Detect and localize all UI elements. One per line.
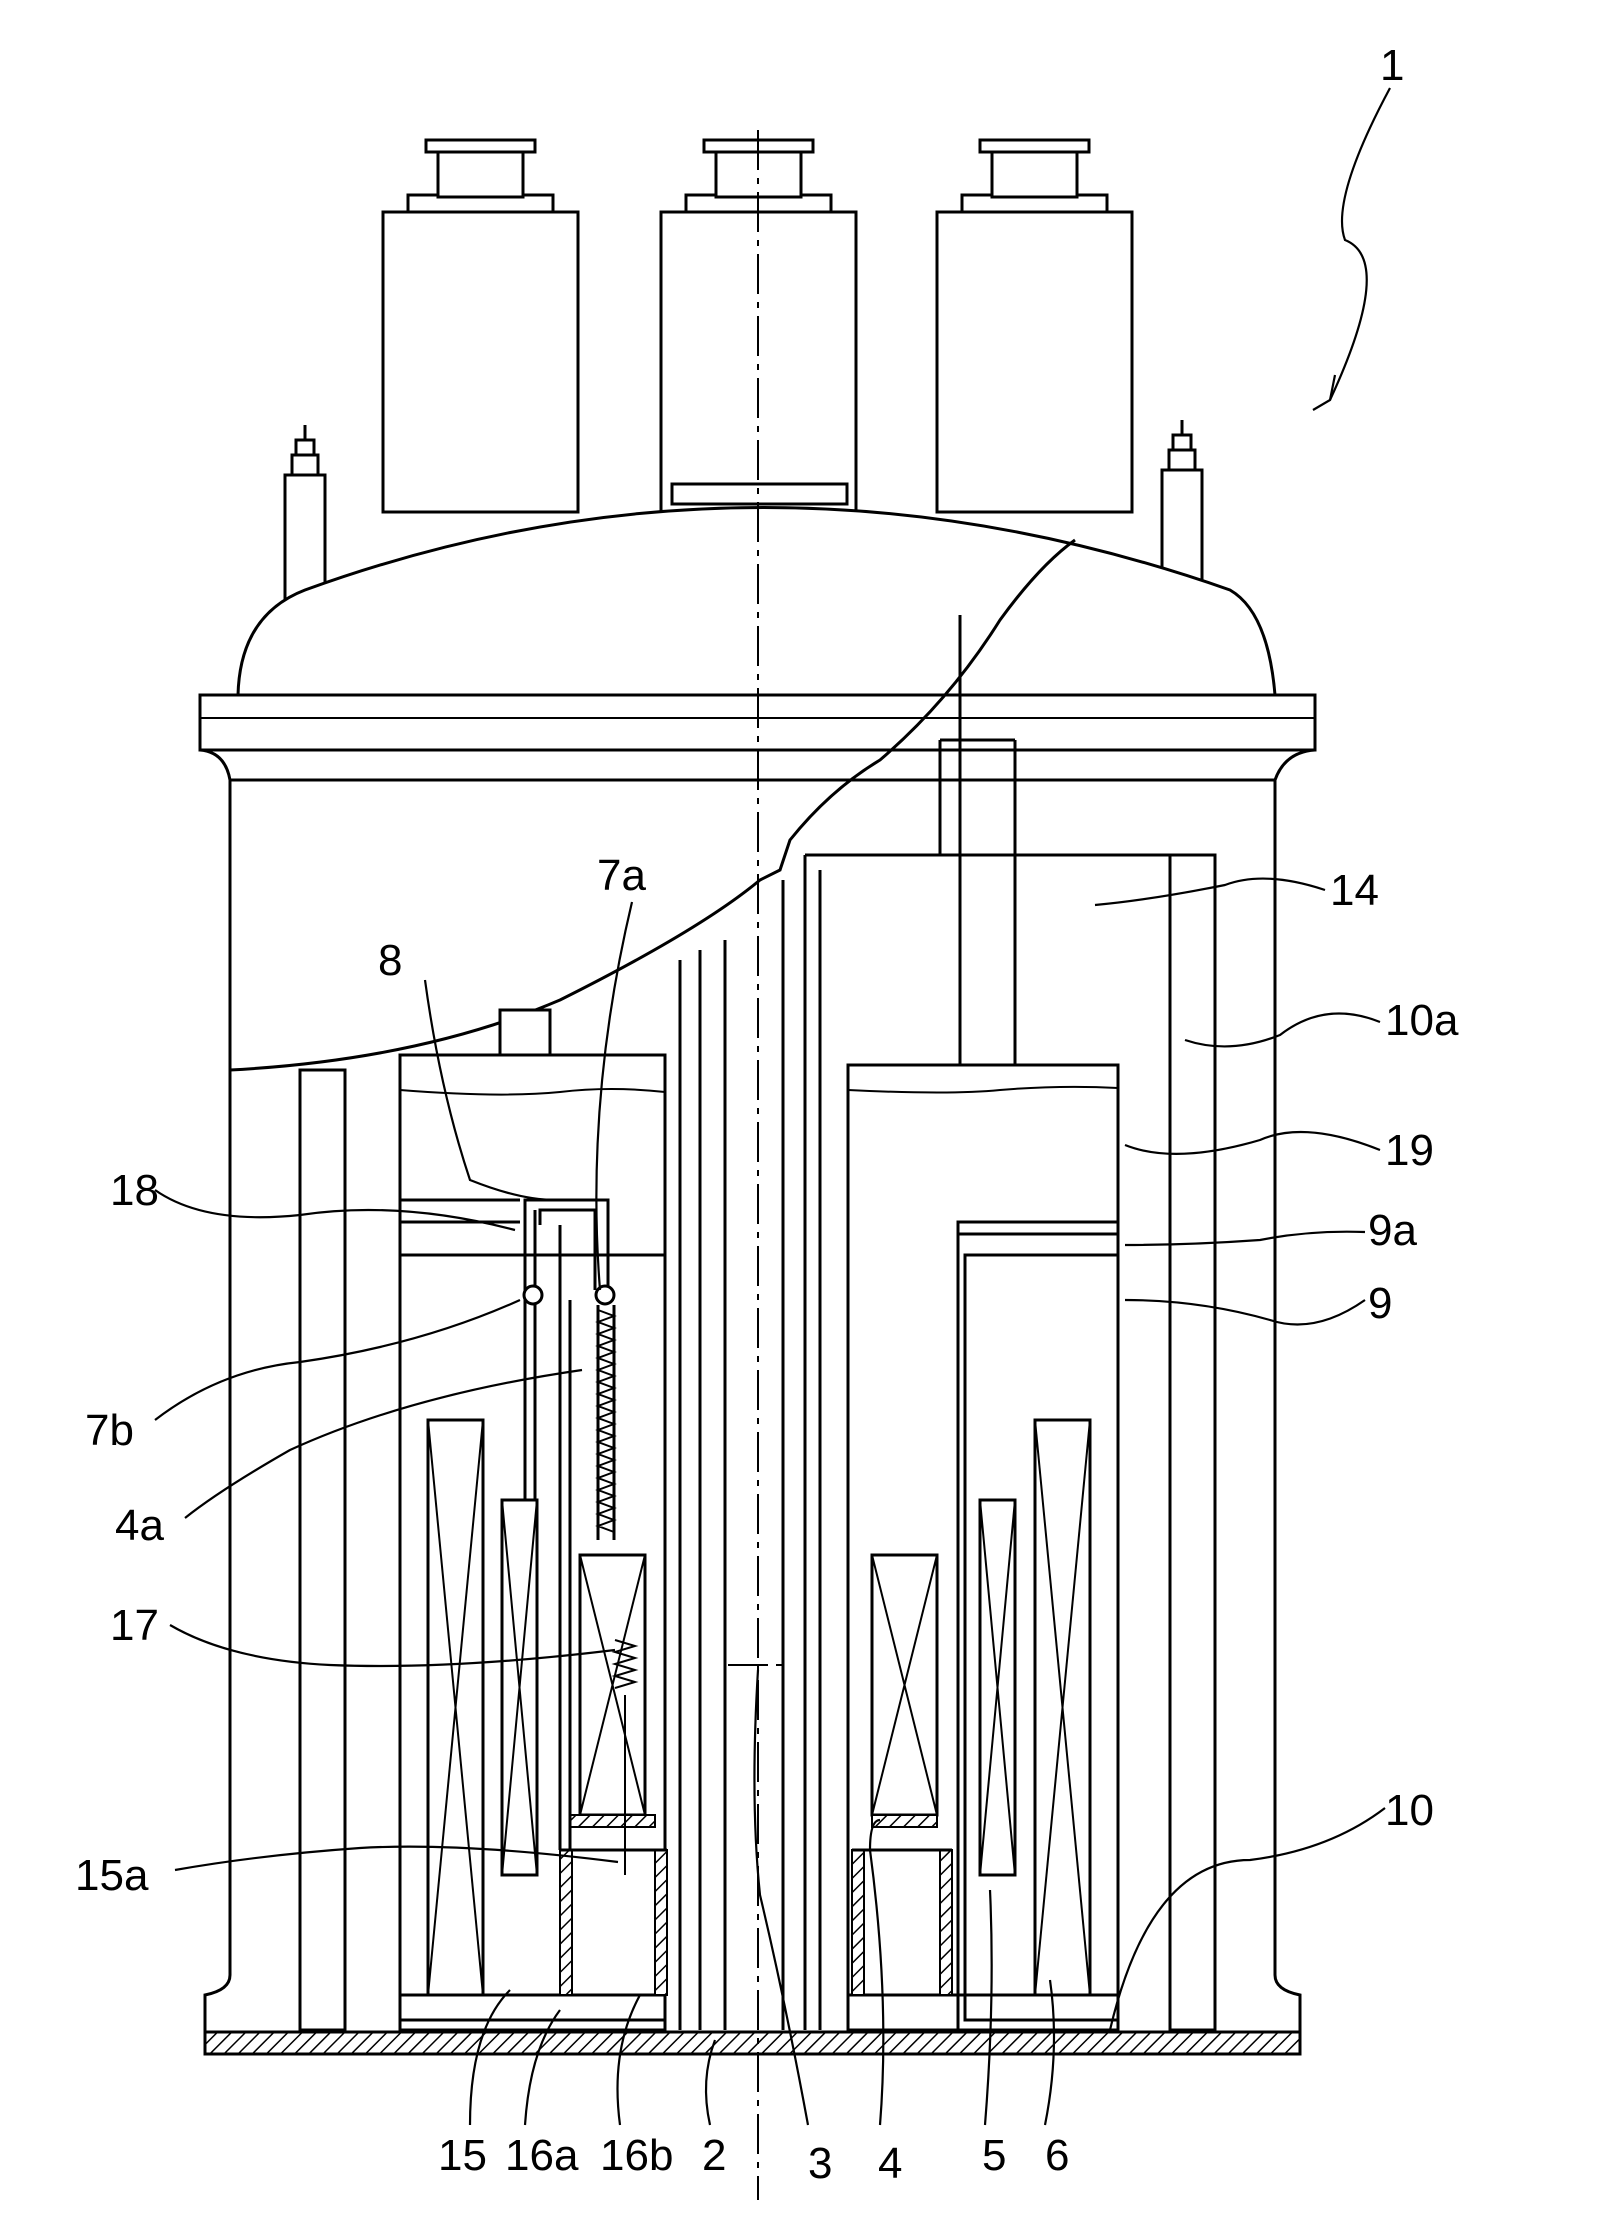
label-9: 9 bbox=[1368, 1279, 1392, 1328]
port-left bbox=[383, 140, 578, 512]
support-left bbox=[560, 1850, 667, 1995]
coil-4-right bbox=[872, 1555, 937, 1827]
label-7b: 7b bbox=[85, 1406, 134, 1455]
label-5: 5 bbox=[982, 2131, 1006, 2180]
label-18: 18 bbox=[110, 1166, 159, 1215]
left-internals bbox=[300, 960, 680, 2030]
label-15: 15 bbox=[438, 2131, 487, 2180]
label-14: 14 bbox=[1330, 866, 1379, 915]
label-19: 19 bbox=[1385, 1126, 1434, 1175]
support-right bbox=[852, 1850, 952, 1995]
label-3: 3 bbox=[808, 2139, 832, 2188]
label-16b: 16b bbox=[600, 2131, 673, 2180]
label-17: 17 bbox=[110, 1601, 159, 1650]
label-10: 10 bbox=[1385, 1786, 1434, 1835]
coil-5-right bbox=[980, 1500, 1015, 1875]
label-2: 2 bbox=[702, 2131, 726, 2180]
coil-6-right bbox=[1035, 1420, 1090, 1995]
coil-5-left bbox=[502, 1500, 537, 1875]
coil-4-left bbox=[570, 1555, 655, 1827]
right-internals bbox=[805, 615, 1215, 2030]
label-4: 4 bbox=[878, 2139, 902, 2188]
label-16a: 16a bbox=[505, 2131, 579, 2180]
label-10a: 10a bbox=[1385, 996, 1459, 1045]
label-4a: 4a bbox=[115, 1501, 164, 1550]
label-7a: 7a bbox=[597, 851, 646, 900]
port-right bbox=[937, 140, 1132, 512]
label-15a: 15a bbox=[75, 1851, 149, 1900]
label-1: 1 bbox=[1380, 41, 1404, 90]
label-6: 6 bbox=[1045, 2131, 1069, 2180]
label-8: 8 bbox=[378, 936, 402, 985]
label-9a: 9a bbox=[1368, 1206, 1417, 1255]
coil-6-left bbox=[428, 1420, 483, 1995]
